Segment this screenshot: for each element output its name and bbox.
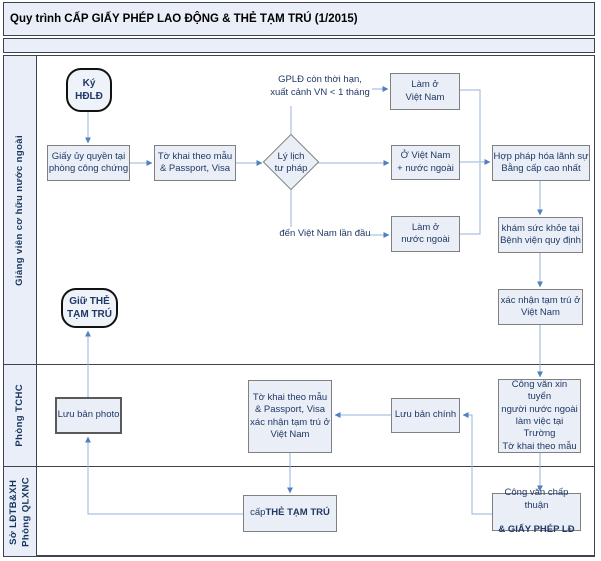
- process-lam-o-viet-nam: Làm ở Việt Nam: [390, 73, 460, 110]
- process-giay-uy-quyen: Giấy ủy quyền tại phòng công chứng: [47, 145, 130, 181]
- lane-label-so-ldtbxh: Sở LĐTB&XH Phòng QLXNC: [3, 466, 37, 557]
- edge-label-den-viet-nam: đến Việt Nam lần đầu: [279, 228, 371, 239]
- cong-van-line1: Công văn chấp thuận: [504, 487, 569, 511]
- process-lam-o-nuoc-ngoai: Làm ở nước ngoài: [391, 216, 460, 252]
- end-terminator-giu-the-tam-tru: Giữ THẺ TẠM TRÚ: [61, 288, 118, 328]
- lane-label-text: Sở LĐTB&XH Phòng QLXNC: [7, 476, 31, 547]
- process-cong-van-chap-thuan: Công văn chấp thuận & GIẤY PHÉP LĐ: [492, 487, 581, 535]
- cong-van-line2: & GIẤY PHÉP LĐ: [498, 524, 575, 536]
- lane-label-giang-vien: Giảng viên cơ hữu nước ngoài: [3, 55, 37, 365]
- process-cong-van-xin-tuyen: Công văn xin tuyển người nước ngoài làm …: [498, 379, 581, 453]
- process-to-khai-passport: Tờ khai theo mẫu & Passport, Visa: [154, 145, 236, 181]
- process-to-khai-xac-nhan: Tờ khai theo mẫu & Passport, Visa xác nh…: [248, 380, 332, 453]
- lane-label-phong-tchc: Phòng TCHC: [3, 364, 37, 467]
- process-xac-nhan-tam-tru: xác nhận tạm trú ở Việt Nam: [498, 289, 583, 325]
- cap-the-bold: THẺ TẠM TRÚ: [265, 507, 330, 519]
- process-o-viet-nam-nuoc-ngoai: Ở Việt Nam + nước ngoài: [391, 145, 460, 180]
- lane-divider: [3, 466, 595, 467]
- lane-label-text: Giảng viên cơ hữu nước ngoài: [13, 134, 25, 286]
- edge-label-gpld: GPLĐ còn thời hạn, xuất cảnh VN < 1 thán…: [270, 74, 370, 98]
- process-kham-suc-khoe: khám sức khỏe tại Bệnh viện quy định: [498, 217, 583, 253]
- empty-header-strip: [3, 38, 595, 53]
- cong-van-chap-thuan-text: Công văn chấp thuận & GIẤY PHÉP LĐ: [493, 487, 580, 536]
- process-luu-ban-chinh: Lưu bản chính: [391, 398, 460, 433]
- process-luu-ban-photo: Lưu bản photo: [55, 397, 122, 434]
- cap-the-prefix: cấp: [250, 507, 266, 519]
- start-terminator-ky-hdld: Ký HĐLĐ: [66, 68, 112, 112]
- lane-divider: [3, 364, 595, 365]
- lane-label-text: Phòng TCHC: [13, 384, 25, 447]
- decision-ly-lich-tu-phap: Lý lịch tư pháp: [274, 151, 308, 174]
- process-cap-the-tam-tru: cấp THẺ TẠM TRÚ: [243, 495, 337, 532]
- process-hop-phap-hoa-lanh-su: Hợp pháp hóa lãnh sự Bằng cấp cao nhất: [492, 145, 590, 181]
- diagram-title: Quy trình CẤP GIẤY PHÉP LAO ĐỘNG & THẺ T…: [3, 2, 595, 36]
